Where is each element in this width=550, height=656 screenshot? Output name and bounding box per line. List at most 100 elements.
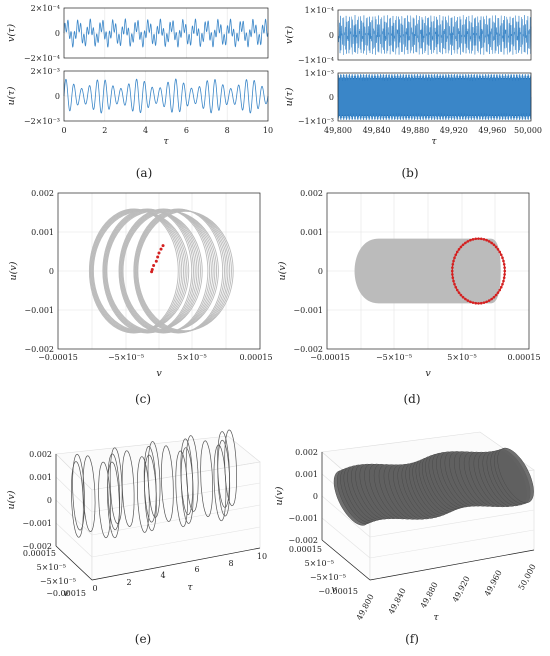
trajectory-loop	[136, 456, 150, 533]
section-point	[485, 238, 488, 242]
section-point	[156, 255, 160, 259]
trajectory-loop	[143, 446, 157, 523]
x-tick: 0.00015	[239, 353, 272, 362]
v-axis-label: v	[63, 588, 69, 599]
section-point	[150, 270, 154, 274]
y-axis-label: u(v)	[277, 261, 288, 280]
y-axis-label: u(v)	[8, 261, 19, 280]
y-tick: −2×10⁻³	[24, 117, 60, 126]
section-point	[503, 266, 506, 269]
y-tick: 0	[318, 267, 323, 276]
section-point	[150, 267, 154, 271]
x-tick: 5×10⁻⁵	[177, 353, 206, 362]
orbit-loop	[137, 210, 234, 332]
y-axis-label: v(τ)	[6, 24, 17, 42]
section-point	[454, 253, 458, 257]
plot-frame-border	[326, 192, 530, 350]
section-point	[452, 279, 455, 283]
section-point	[469, 238, 472, 242]
panel-c: 0.002 0.001 0 −0.001 −0.002 u(v) −0.0001…	[8, 189, 273, 406]
trajectory-loop	[98, 461, 111, 539]
v-tick: −0.00015	[46, 589, 86, 598]
section-point	[453, 282, 456, 286]
axis-line	[369, 549, 535, 581]
z-tick: 0.002	[295, 448, 318, 457]
tau-tick: 49,920	[451, 575, 472, 604]
y-axis-label: u(τ)	[284, 87, 295, 106]
x-tick: 49,880	[401, 126, 429, 135]
tau-tick: 49,840	[387, 587, 408, 616]
tau-tick: 10	[257, 552, 267, 561]
v-tick: −5×10⁻⁵	[310, 573, 346, 582]
panel-f: 0.002 0.001 0 −0.001 −0.002 u(v) 0.00015…	[274, 431, 538, 646]
u-tau-series	[63, 78, 269, 114]
section-point	[502, 276, 506, 280]
section-point	[471, 238, 475, 241]
section-point	[485, 300, 488, 304]
y-tick: 0.002	[300, 189, 323, 198]
section-point	[455, 250, 459, 254]
v-tau-series	[63, 18, 269, 48]
trajectory-loop	[121, 450, 135, 527]
z-tick: −0.001	[22, 519, 52, 528]
section-point	[466, 240, 470, 243]
z-axis-label: u(v)	[274, 486, 285, 505]
trajectory-loop	[185, 435, 199, 512]
section-point	[498, 250, 502, 254]
x-tick: 0.00015	[507, 353, 540, 362]
y-axis-label: u(τ)	[6, 86, 17, 105]
plot-frame-border	[337, 72, 532, 122]
y-tick: −1×10⁻⁴	[298, 56, 334, 65]
section-point	[499, 253, 503, 257]
z-axis-label: u(v)	[6, 490, 17, 509]
section-point	[457, 248, 461, 251]
trajectory-loop	[107, 453, 121, 531]
tau-tick: 49,880	[419, 581, 440, 610]
y-tick: −0.002	[293, 345, 323, 354]
section-point	[501, 282, 504, 286]
tau-tick: 4	[160, 571, 165, 580]
section-point	[479, 237, 483, 241]
section-point	[461, 243, 465, 247]
trajectory-loop	[217, 431, 230, 508]
y-tick: 0	[329, 31, 334, 40]
panel-label: (c)	[135, 392, 151, 406]
x-tick: 49,840	[363, 126, 391, 135]
axis-line	[321, 539, 371, 581]
y-tick: −2×10⁻⁴	[24, 54, 60, 63]
y-tick: 2×10⁻⁴	[31, 4, 60, 13]
section-point	[477, 237, 480, 240]
plot-frame-border	[63, 7, 269, 59]
x-tick: 10	[263, 126, 273, 135]
v-tick: −0.00015	[318, 587, 358, 596]
trajectory-3d	[71, 429, 237, 539]
y-tick: 1×10⁻⁴	[305, 6, 334, 15]
section-point	[453, 256, 456, 260]
x-tick: 2	[102, 126, 107, 135]
section-point	[487, 240, 491, 243]
trajectory-loop	[224, 429, 237, 507]
panel-label: (b)	[401, 166, 418, 180]
u-tau-series	[337, 73, 532, 121]
tau-tick: 6	[194, 565, 199, 574]
section-point	[474, 301, 478, 305]
tau-tick: 0	[92, 584, 97, 593]
v-axis-label: v	[331, 584, 337, 595]
trajectory-surface-3d	[333, 447, 534, 526]
z-tick: 0.002	[29, 450, 52, 459]
y-tick: 0	[55, 29, 60, 38]
x-axis-label: τ	[431, 136, 437, 147]
v-tau-series	[337, 15, 532, 55]
section-point	[469, 300, 472, 304]
phase-region	[354, 238, 501, 304]
z-tick: 0.001	[29, 473, 52, 482]
section-point	[154, 259, 158, 263]
z-tick: −0.001	[288, 514, 318, 523]
section-point	[494, 245, 498, 249]
y-tick: 2×10⁻³	[31, 67, 60, 76]
x-tick: −0.00015	[38, 353, 78, 362]
section-point	[454, 285, 458, 289]
panel-e: 0.002 0.001 0 −0.001 −0.002 u(v) 0.00015…	[6, 429, 267, 646]
section-point	[161, 244, 165, 248]
